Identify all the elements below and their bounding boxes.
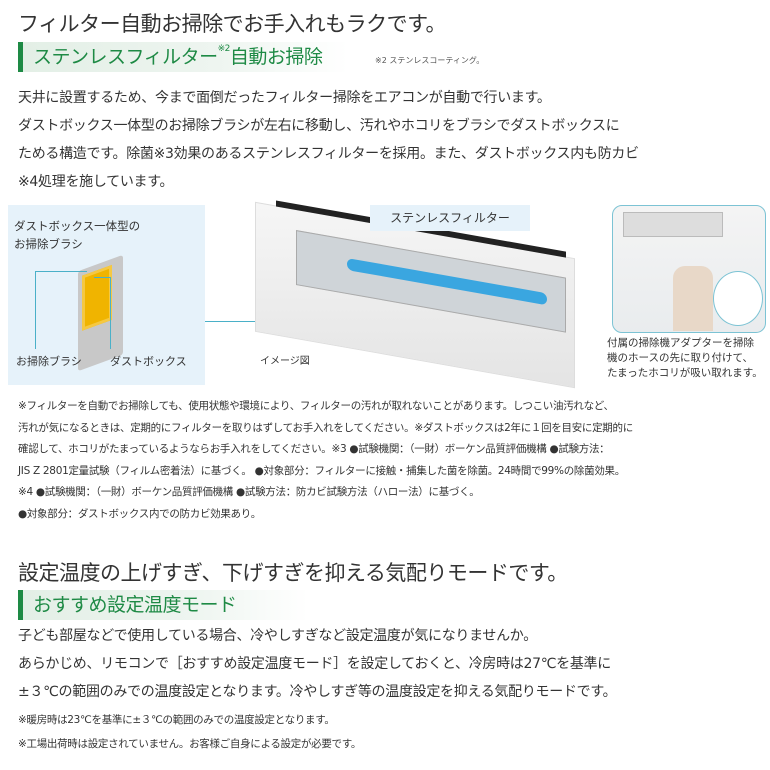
section2-body: 子ども部屋などで使用している場合、冷やしすぎなど設定温度が気になりませんか。 あ… — [18, 622, 617, 706]
section1-notes: ※フィルターを自動でお掃除しても、使用状態や環境により、フィルターの汚れが取れな… — [18, 396, 633, 525]
body-line: ※4処理を施しています。 — [18, 174, 174, 190]
label-brush: お掃除ブラシ — [16, 355, 82, 368]
vacuum-caption: 付属の掃除機アダプターを掃除 機のホースの先に取り付けて、 たまったホコリが吸い… — [607, 336, 763, 381]
vacuum-photo — [612, 205, 766, 333]
section1-subheading: ステンレスフィルター※2自動お掃除 — [18, 42, 348, 72]
body-line: 天井に設置するため、今まで面倒だったフィルター掃除をエアコンが自動で行います。 — [18, 90, 551, 106]
brush-panel: ダストボックス一体型の お掃除ブラシ お掃除ブラシ ダストボックス — [8, 205, 205, 385]
subheading-sup: ※2 — [217, 44, 231, 54]
note-line: ※4 ●試験機関：（一財）ボーケン品質評価機構 ●試験方法：防カビ試験方法（ハロ… — [18, 486, 480, 498]
note-line: 汚れが気になるときは、定期的にフィルターを取りはずしてお手入れをしてください。※… — [18, 421, 633, 434]
note-line: 確認して、ホコリがたまっているようならお手入れをしてください。※3 ●試験機関：… — [18, 443, 610, 455]
caption-line: 機のホースの先に取り付けて、 — [607, 352, 753, 364]
body-line: ±３℃の範囲のみでの温度設定となります。冷やしすぎ等の温度設定を抑える気配りモー… — [18, 684, 617, 700]
caption-line: 付属の掃除機アダプターを掃除 — [607, 337, 754, 349]
brush-title-line: お掃除ブラシ — [14, 237, 83, 251]
footnote-2: ※2 ステンレスコーティング。 — [375, 56, 485, 65]
body-line: ためる構造です。除菌※3効果のあるステンレスフィルターを採用。また、ダストボック… — [18, 146, 639, 162]
brush-title: ダストボックス一体型の お掃除ブラシ — [14, 217, 140, 253]
section2-title: 設定温度の上げすぎ、下げすぎを抑える気配りモードです。 — [18, 561, 568, 585]
section2-notes: ※暖房時は23℃を基準に±３℃の範囲のみでの温度設定となります。 ※工場出荷時は… — [18, 708, 361, 756]
note-line: ※工場出荷時は設定されていません。お客様ご自身による設定が必要です。 — [18, 738, 362, 750]
brush-title-line: ダストボックス一体型の — [14, 219, 141, 233]
caption-line: たまったホコリが吸い取れます。 — [607, 367, 763, 379]
note-line: ●対象部分：ダストボックス内での防カビ効果あり。 — [18, 507, 261, 520]
label-dustbox: ダストボックス — [110, 355, 187, 368]
body-line: あらかじめ、リモコンで［おすすめ設定温度モード］を設定しておくと、冷房時は27℃… — [18, 656, 611, 672]
note-line: ※フィルターを自動でお掃除しても、使用状態や環境により、フィルターの汚れが取れな… — [18, 400, 614, 412]
section2-subheading: おすすめ設定温度モード — [18, 590, 308, 620]
section1-body: 天井に設置するため、今まで面倒だったフィルター掃除をエアコンが自動で行います。 … — [18, 84, 639, 196]
label-filter: ステンレスフィルター — [370, 205, 530, 231]
subheading-tail: 自動お掃除 — [229, 46, 323, 68]
body-line: ダストボックス一体型のお掃除ブラシが左右に移動し、汚れやホコリをブラシでダストボ… — [18, 118, 620, 134]
body-line: 子ども部屋などで使用している場合、冷やしすぎなど設定温度が気になりませんか。 — [18, 628, 537, 644]
section1-title: フィルター自動お掃除でお手入れもラクです。 — [18, 12, 446, 36]
subheading-text: ステンレスフィルター — [33, 46, 218, 68]
label-image: イメージ図 — [260, 356, 310, 367]
note-line: JIS Z 2801定量試験（フィルム密着法）に基づく。 ●対象部分：フィルター… — [18, 464, 625, 477]
note-line: ※暖房時は23℃を基準に±３℃の範囲のみでの温度設定となります。 — [18, 714, 335, 726]
